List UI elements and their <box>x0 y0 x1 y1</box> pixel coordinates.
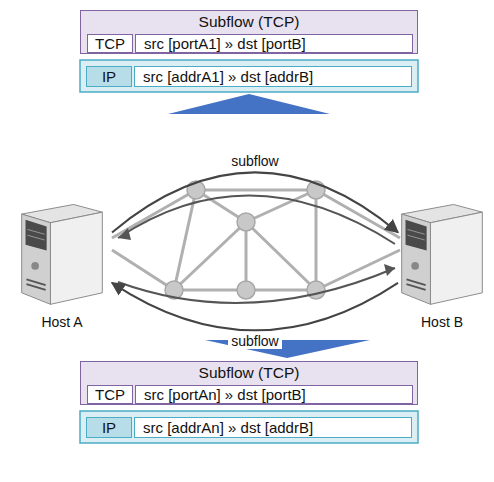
tcp-field-box: src [portAn] » dst [portB] <box>135 385 413 404</box>
secondary-arcs <box>118 195 395 302</box>
arrowhead <box>384 264 395 276</box>
subflow-connector <box>112 172 398 232</box>
host-server: Host B <box>392 196 492 336</box>
network-links <box>112 190 400 290</box>
ip-field-box: src [addrA1] » dst [addrB] <box>134 66 412 87</box>
host-label: Host B <box>392 196 492 331</box>
server-icon <box>14 196 110 308</box>
ip-field-box: src [addrAn] » dst [addrB] <box>134 417 412 438</box>
field-text: TCP <box>95 386 125 403</box>
field-text: IP <box>102 419 116 436</box>
subflow-panel: Subflow (TCP) TCP src [portA1] » dst [port… <box>80 10 418 54</box>
tcp-field-box: src [portA1] » dst [portB] <box>135 34 413 53</box>
field-text: src [addrA1] » dst [addrB] <box>143 68 313 85</box>
tcp-label-box: TCP <box>87 34 133 53</box>
subflow-connector <box>112 283 398 331</box>
panel-title: Subflow (TCP) <box>81 362 417 381</box>
ip-label-box: IP <box>86 417 132 438</box>
ip-label-box: IP <box>86 66 132 87</box>
router-nodes <box>165 181 325 299</box>
ip-band <box>80 60 418 92</box>
host-label: Host A <box>8 196 116 331</box>
edge-label: subflow <box>228 333 281 349</box>
field-text: src [portA1] » dst [portB] <box>144 35 306 52</box>
up-triangle <box>168 94 330 114</box>
host-server: Host A <box>8 196 116 336</box>
field-text: TCP <box>95 35 125 52</box>
subflow-panel: Subflow (TCP) TCP src [portAn] » dst [port… <box>80 361 418 405</box>
field-text: IP <box>102 68 116 85</box>
panel-title: Subflow (TCP) <box>81 11 417 30</box>
ip-band <box>80 411 418 443</box>
tcp-label-box: TCP <box>87 385 133 404</box>
arrowhead <box>118 228 131 240</box>
field-text: src [addrAn] » dst [addrB] <box>143 419 313 436</box>
server-icon <box>394 196 490 308</box>
field-text: src [portAn] » dst [portB] <box>144 386 306 403</box>
edge-label: subflow <box>228 153 281 169</box>
